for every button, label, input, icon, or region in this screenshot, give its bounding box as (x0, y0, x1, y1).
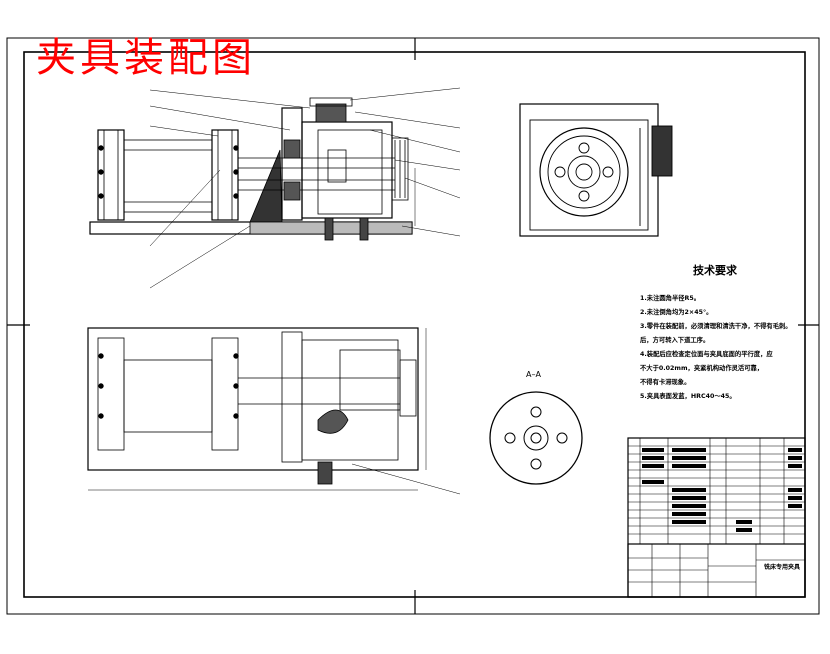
tech-requirement-item: 3.零件在装配前，必须清理和清洗干净，不得有毛刺。 (640, 323, 792, 330)
tech-requirement-item: 4.装配后应检查定位面与夹具底面的平行度，应 (640, 351, 773, 358)
drawing-title: 夹具装配图 (36, 35, 256, 81)
tech-requirement-item: 2.未注倒角均为2×45°。 (640, 309, 713, 316)
top-view (87, 327, 461, 495)
technical-requirements: 技术要求 1.未注圆角半径R5。 2.未注倒角均为2×45°。 3.零件在装配前… (640, 262, 810, 404)
side-view (519, 103, 673, 237)
outer-trim-frame (6, 37, 820, 615)
front-view (89, 87, 461, 289)
tech-requirement-item: 后，方可转入下道工序。 (640, 337, 710, 344)
parts-list-table (627, 437, 806, 598)
tech-requirement-item: 5.夹具表面发蓝，HRC40～45。 (640, 393, 736, 400)
tech-requirement-item: 1.未注圆角半径R5。 (640, 295, 701, 302)
tech-requirements-heading: 技术要求 (693, 264, 737, 277)
tech-requirement-item: 不得有卡滞现象。 (640, 379, 691, 386)
section-label: A–A (526, 370, 541, 379)
tech-requirement-item: 不大于0.02mm，夹紧机构动作灵活可靠， (640, 365, 764, 372)
section-a-a-view (489, 391, 583, 485)
title-block-name: 铣床专用夹具 (763, 564, 800, 571)
centring-marks (7, 38, 819, 614)
